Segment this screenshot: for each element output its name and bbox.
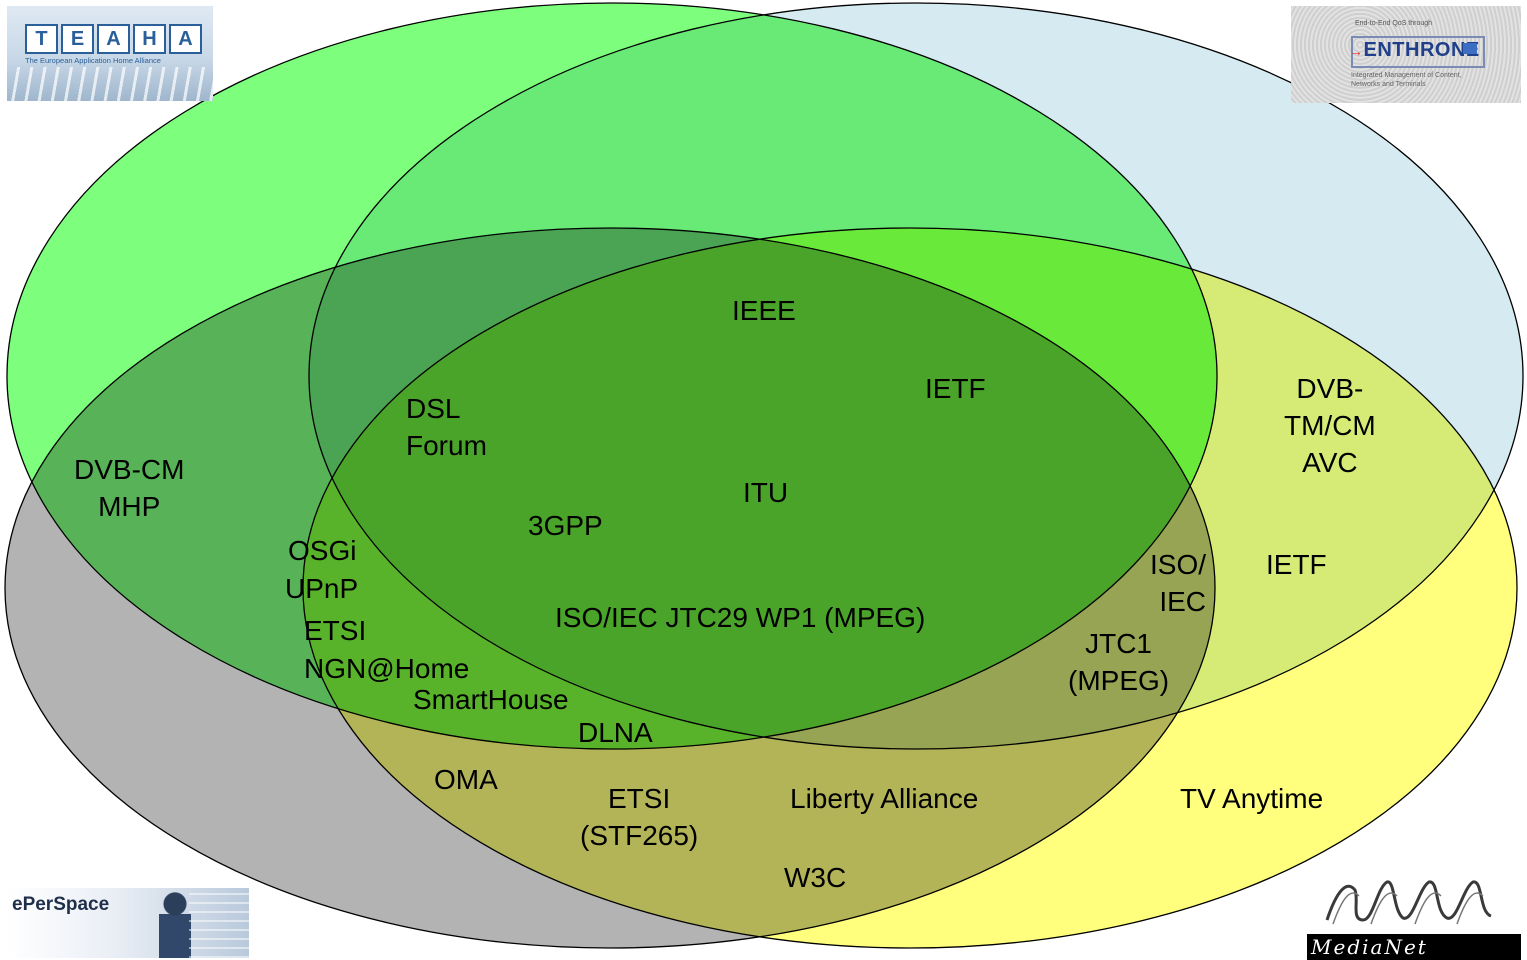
label-iso-right-2: IEC xyxy=(1159,586,1207,617)
label-avc: AVC xyxy=(1302,447,1358,478)
label-forum: Forum xyxy=(406,430,487,461)
enthrone-caption: Integrated Management of Content, Networ… xyxy=(1351,72,1462,88)
label-etsi-left: ETSI xyxy=(304,615,367,646)
label-dvb-right-1: DVB- xyxy=(1296,373,1364,404)
label-iso-right-1: ISO/ xyxy=(1150,549,1207,580)
label-jtc1-mpeg-right: JTC1 (MPEG) xyxy=(1068,625,1169,699)
enthrone-name: →ENTHRONE xyxy=(1349,39,1480,62)
label-dvbcm: DVB-CM xyxy=(74,454,185,485)
label-ieee: IEEE xyxy=(732,295,796,326)
teaha-letter: A xyxy=(97,24,130,54)
teaha-letter: T xyxy=(25,24,58,54)
enthrone-frame xyxy=(1351,36,1485,68)
label-mhp: MHP xyxy=(98,491,161,522)
teaha-letters: T E A H A xyxy=(25,24,202,54)
label-stf265: (STF265) xyxy=(580,820,699,851)
label-oma: OMA xyxy=(434,764,498,795)
eperspace-logo: ePerSpace xyxy=(7,888,249,958)
eperspace-name: ePerSpace xyxy=(12,894,110,915)
eperspace-lines xyxy=(189,888,249,958)
label-dvbcm-mhp: DVB-CM MHP xyxy=(74,451,184,525)
label-w3c: W3C xyxy=(784,862,847,893)
teaha-stripes xyxy=(7,67,213,101)
medianet-name: MediaNet xyxy=(1311,935,1428,959)
teaha-letter: A xyxy=(169,24,202,54)
label-osgi: OSGi xyxy=(288,535,357,566)
label-dsl-forum: DSL Forum xyxy=(406,390,487,464)
flag-icon xyxy=(1463,43,1477,54)
teaha-logo: T E A H A The European Application Home … xyxy=(7,6,213,101)
label-ietf-center: IETF xyxy=(925,373,986,404)
label-liberty-alliance: Liberty Alliance xyxy=(790,783,979,814)
label-jtc1: JTC1 xyxy=(1085,628,1152,659)
label-smarthouse: SmartHouse xyxy=(413,684,569,715)
person-silhouette-icon xyxy=(159,892,191,958)
set-yellow-ellipse xyxy=(302,227,1518,949)
label-3gpp: 3GPP xyxy=(528,510,603,541)
label-upnp: UPnP xyxy=(285,573,359,604)
arrow-icon: → xyxy=(1349,43,1364,59)
label-itu: ITU xyxy=(743,477,789,508)
enthrone-logo: End-to-End QoS through →ENTHRONE Integra… xyxy=(1291,6,1521,103)
medianet-swirl-icon xyxy=(1325,880,1492,925)
label-mpeg-right: (MPEG) xyxy=(1068,665,1170,696)
medianet-logo: MediaNet xyxy=(1307,870,1521,960)
label-dlna: DLNA xyxy=(578,717,653,748)
label-tv-anytime: TV Anytime xyxy=(1180,783,1324,814)
label-iso-iec-right: ISO/ IEC xyxy=(1150,546,1206,620)
enthrone-name-text: ENTHRONE xyxy=(1363,39,1480,61)
label-mpeg-center: ISO/IEC JTC29 WP1 (MPEG) xyxy=(555,602,926,633)
teaha-letter: H xyxy=(133,24,166,54)
teaha-subtitle: The European Application Home Alliance xyxy=(25,56,161,65)
label-dsl: DSL xyxy=(406,393,461,424)
label-dvb-tm-cm-avc: DVB- TM/CM AVC xyxy=(1284,370,1376,481)
enthrone-tagline: End-to-End QoS through xyxy=(1355,20,1433,27)
label-dvb-right-2: TM/CM xyxy=(1284,410,1376,441)
label-etsi-stf: ETSI (STF265) xyxy=(580,780,698,854)
label-etsi-bottom: ETSI xyxy=(608,783,671,814)
medianet-strip xyxy=(1307,934,1521,960)
label-ietf-right: IETF xyxy=(1266,549,1327,580)
teaha-letter: E xyxy=(61,24,94,54)
label-ngn-home: NGN@Home xyxy=(304,653,470,684)
